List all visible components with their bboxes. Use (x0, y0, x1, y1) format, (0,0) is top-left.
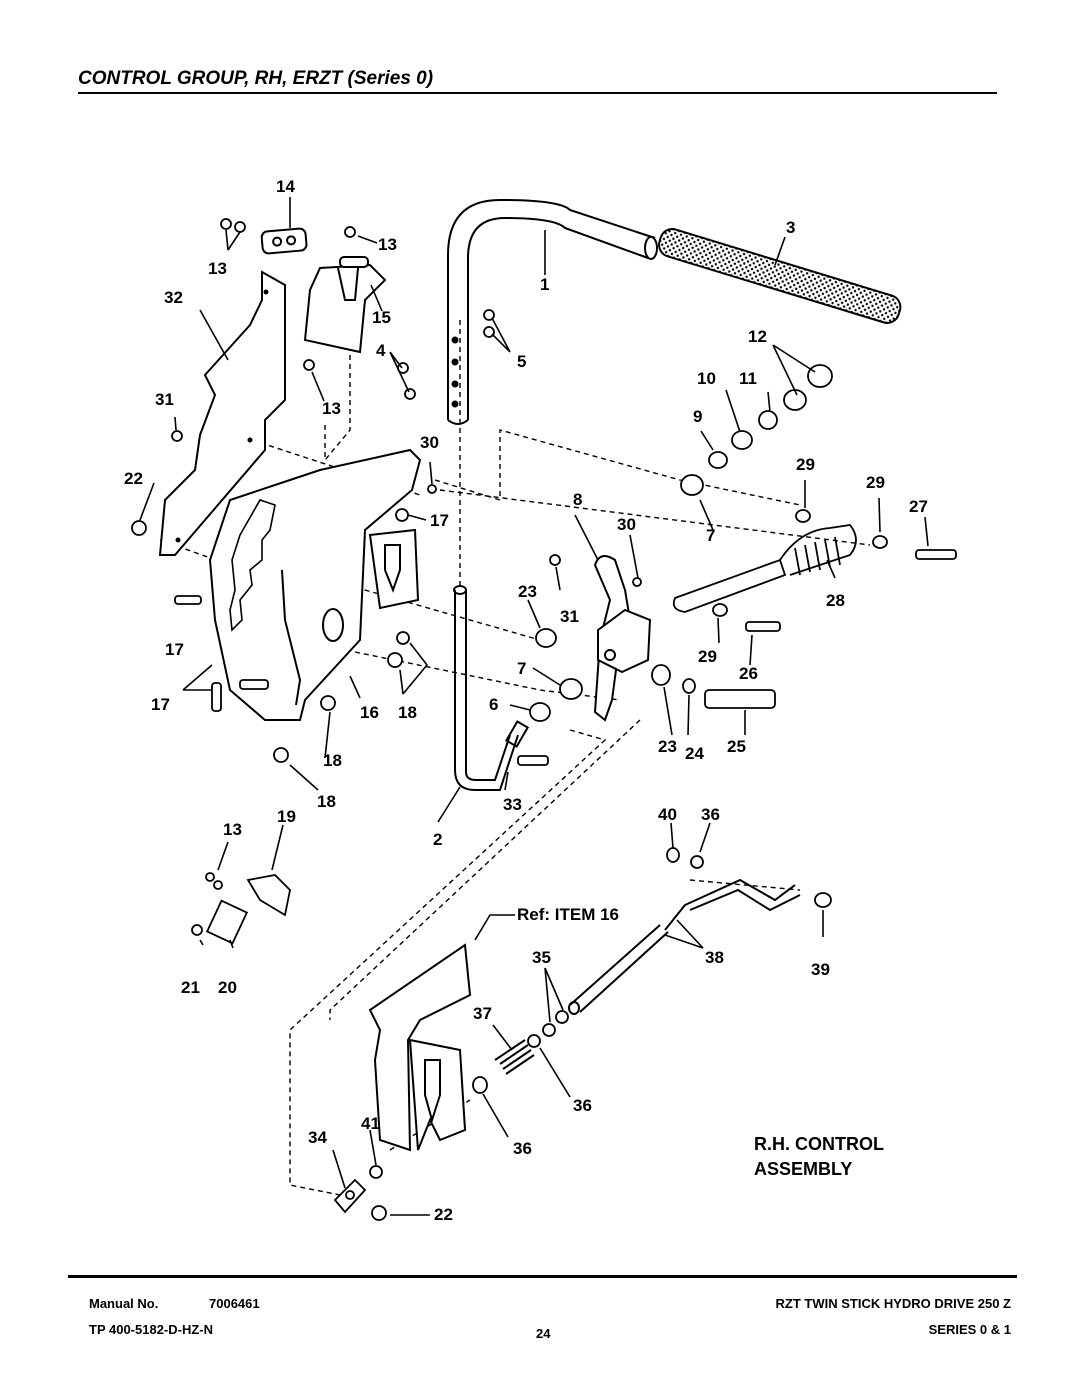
callout-label: 18 (398, 703, 417, 722)
callout-label: 27 (909, 497, 928, 516)
callout-label: 22 (124, 469, 143, 488)
callout-label: 30 (420, 433, 439, 452)
leader-lines (139, 197, 929, 1216)
top-bracket (303, 256, 387, 354)
callout-label: 39 (811, 960, 830, 979)
callout-label: 4 (376, 341, 386, 360)
series-label: SERIES 0 & 1 (928, 1322, 1011, 1337)
assembly-dash-lines (159, 320, 871, 1196)
callout-label: 23 (658, 737, 677, 756)
callout-label: 13 (322, 399, 341, 418)
callout-label: 34 (308, 1128, 327, 1147)
callout-label: 29 (866, 473, 885, 492)
page-title: CONTROL GROUP, RH, ERZT (Series 0) (78, 68, 434, 89)
callout-label: 17 (165, 640, 184, 659)
callout-label: 1 (540, 275, 549, 294)
callout-label: 36 (513, 1139, 532, 1158)
callout-label: 35 (532, 948, 551, 967)
pivot-arm (593, 555, 652, 722)
callout-label: 21 (181, 978, 200, 997)
handle-grip (658, 228, 902, 324)
clevis (333, 1178, 367, 1214)
callout-label: 32 (164, 288, 183, 307)
callout-label: 23 (518, 582, 537, 601)
callout-label: 13 (223, 820, 242, 839)
callout-label: 38 (705, 948, 724, 967)
assembly-title-line1: R.H. CONTROL (754, 1134, 884, 1154)
callout-label: 11 (739, 369, 757, 388)
callout-label: 30 (617, 515, 636, 534)
callout-label: 36 (701, 805, 720, 824)
callout-label: 16 (360, 703, 379, 722)
callout-label: 41 (361, 1114, 380, 1133)
callout-label: 18 (317, 792, 336, 811)
callout-label: 7 (517, 659, 526, 678)
callout-label: 3 (786, 218, 795, 237)
page-number: 24 (536, 1326, 551, 1341)
callout-label: 12 (748, 327, 767, 346)
tp-number: TP 400-5182-D-HZ-N (89, 1322, 214, 1337)
callout-label: 26 (739, 664, 758, 683)
callout-label: 22 (434, 1205, 453, 1224)
callout-label: 15 (372, 308, 391, 327)
callout-label: 7 (706, 526, 715, 545)
callout-label: 17 (151, 695, 170, 714)
footer-rule (68, 1275, 1017, 1278)
header-rule (78, 92, 997, 94)
ref-item-label: Ref: ITEM 16 (517, 905, 619, 924)
manual-label: Manual No. (89, 1296, 159, 1311)
callout-label: 24 (685, 744, 704, 763)
linkage-shaft (568, 878, 801, 1015)
callout-label: 40 (658, 805, 677, 824)
side-plate (158, 270, 286, 556)
callout-label: 5 (517, 352, 526, 371)
part-labels: 14 13 13 3 1 32 15 4 5 12 13 31 10 11 9 … (124, 177, 928, 1224)
callout-label: 31 (155, 390, 174, 409)
return-spring (672, 524, 857, 613)
product-name: RZT TWIN STICK HYDRO DRIVE 250 Z (775, 1296, 1011, 1311)
callout-label: 8 (573, 490, 582, 509)
main-control-plate (208, 448, 422, 721)
control-handle-upper (447, 198, 658, 425)
callout-label: 9 (693, 407, 702, 426)
callout-label: 25 (727, 737, 746, 756)
switch-parts (191, 874, 291, 945)
callout-label: 20 (218, 978, 237, 997)
callout-label: 29 (796, 455, 815, 474)
callout-label: 10 (697, 369, 716, 388)
callout-label: 31 (560, 607, 579, 626)
callout-label: 37 (473, 1004, 492, 1023)
control-rod-lower (453, 585, 530, 791)
callout-label: 19 (277, 807, 296, 826)
callout-label: 6 (489, 695, 498, 714)
sleeve (260, 227, 308, 255)
callout-label: 36 (573, 1096, 592, 1115)
compression-spring (494, 1039, 535, 1075)
assembly-title-line2: ASSEMBLY (754, 1159, 852, 1179)
callout-label: 29 (698, 647, 717, 666)
callout-label: 14 (276, 177, 295, 196)
callout-label: 13 (378, 235, 397, 254)
callout-label: 18 (323, 751, 342, 770)
callout-label: 28 (826, 591, 845, 610)
callout-label: 2 (433, 830, 442, 849)
lower-bracket (368, 943, 472, 1152)
callout-label: 13 (208, 259, 227, 278)
slot-bracket (368, 528, 420, 610)
callout-label: 33 (503, 795, 522, 814)
callout-label: 17 (430, 511, 449, 530)
manual-number: 7006461 (209, 1296, 260, 1311)
hardware (131, 218, 957, 1221)
